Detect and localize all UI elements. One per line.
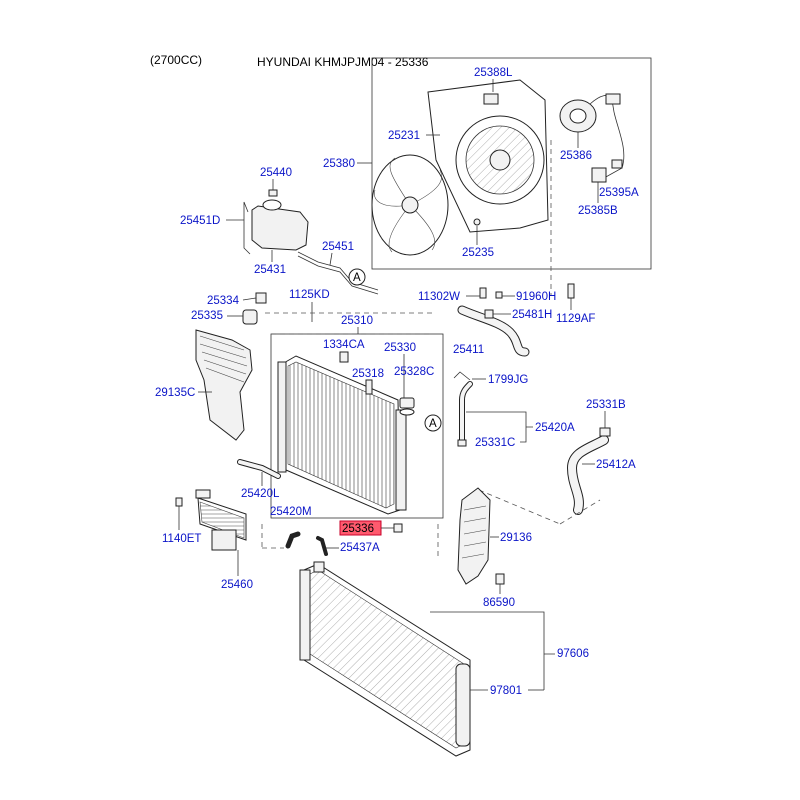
label-25385B[interactable]: 25385B <box>578 205 618 217</box>
clip-86590[interactable] <box>495 573 505 585</box>
air-guard-29136[interactable] <box>457 487 491 585</box>
label-25437A[interactable]: 25437A <box>340 542 380 554</box>
label-25380[interactable]: 25380 <box>323 158 355 170</box>
label-25388L[interactable]: 25388L <box>474 67 513 79</box>
engine-label: (2700CC) <box>150 53 202 67</box>
hose-25437a[interactable] <box>316 536 328 556</box>
insulator-25335[interactable] <box>242 309 258 325</box>
label-1334CA[interactable]: 1334CA <box>323 339 365 351</box>
label-25395A[interactable]: 25395A <box>599 187 639 199</box>
label-25331B[interactable]: 25331B <box>586 399 626 411</box>
overflow-hose-edge <box>297 255 379 295</box>
label-25460[interactable]: 25460 <box>221 579 253 591</box>
label-25420M[interactable]: 25420M <box>270 506 312 518</box>
circle-a-1 <box>348 268 366 286</box>
reservoir-bracket[interactable] <box>243 201 251 255</box>
label-25235[interactable]: 25235 <box>462 247 494 259</box>
fan-assembly-box <box>371 57 652 270</box>
drain-plug-25336[interactable] <box>393 523 403 533</box>
overflow-hose[interactable] <box>297 251 379 291</box>
label-25440[interactable]: 25440 <box>260 167 292 179</box>
label-25411[interactable]: 25411 <box>453 344 484 356</box>
label-97606[interactable]: 97606 <box>557 648 589 660</box>
label-25451D[interactable]: 25451D <box>180 215 220 227</box>
clip-91960h[interactable] <box>495 291 503 299</box>
label-91960H[interactable]: 91960H <box>516 291 556 303</box>
mount-25334[interactable] <box>255 292 267 304</box>
label-1799JG[interactable]: 1799JG <box>488 374 528 386</box>
clamp-25331c[interactable] <box>457 439 467 447</box>
circle-a-2 <box>424 414 442 432</box>
label-25481H[interactable]: 25481H <box>512 309 552 321</box>
label-1129AF[interactable]: 1129AF <box>556 313 595 325</box>
oil-cooler-25460[interactable] <box>195 489 247 551</box>
label-25335[interactable]: 25335 <box>191 310 223 322</box>
condenser-97606[interactable] <box>299 563 471 757</box>
hose-25420l[interactable] <box>237 459 281 479</box>
label-25420L[interactable]: 25420L <box>241 488 280 500</box>
label-25310[interactable]: 25310 <box>341 315 373 327</box>
air-guard-29135c[interactable] <box>195 329 253 441</box>
label-25386[interactable]: 25386 <box>560 150 592 162</box>
label-97801[interactable]: 97801 <box>490 685 522 697</box>
hose-25412a[interactable] <box>566 435 609 515</box>
diagram-title: HYUNDAI KHMJPJM04 - 25336 <box>257 55 429 69</box>
bolt-1140et[interactable] <box>175 497 183 507</box>
label-29135C[interactable]: 29135C <box>155 387 195 399</box>
clamp-1799jg[interactable] <box>453 371 471 381</box>
circle-a-label-2: A <box>429 418 437 430</box>
condenser-fitting[interactable] <box>313 561 325 573</box>
bolt-1129af[interactable] <box>567 283 575 299</box>
bolt-11302w[interactable] <box>479 287 487 299</box>
label-1140ET[interactable]: 1140ET <box>162 533 201 545</box>
hose-25420m[interactable] <box>285 531 301 549</box>
label-25451[interactable]: 25451 <box>322 241 354 253</box>
radiator[interactable] <box>277 355 407 515</box>
circle-a-label-1: A <box>353 272 361 284</box>
label-25231[interactable]: 25231 <box>388 130 420 142</box>
reservoir-tank[interactable] <box>251 199 309 251</box>
label-25431[interactable]: 25431 <box>254 264 286 276</box>
fan-blade[interactable] <box>371 154 449 256</box>
label-25318[interactable]: 25318 <box>352 368 384 380</box>
label-25336[interactable]: 25336 <box>342 523 374 535</box>
bracket-25318[interactable] <box>365 379 373 395</box>
receiver-drier-97801[interactable] <box>455 663 471 747</box>
label-25328C[interactable]: 25328C <box>394 366 434 378</box>
label-25330[interactable]: 25330 <box>384 342 416 354</box>
fan-motor[interactable] <box>559 93 625 183</box>
screw-25235[interactable] <box>473 218 481 226</box>
label-11302W[interactable]: 11302W <box>418 291 460 303</box>
bracket-1334ca[interactable] <box>339 351 349 363</box>
radiator-cap-25330[interactable] <box>399 397 415 416</box>
label-29136[interactable]: 29136 <box>500 532 532 544</box>
clamp-25331b[interactable] <box>599 427 611 437</box>
fan-shroud[interactable] <box>427 79 549 233</box>
clamp-25481h[interactable] <box>484 309 494 319</box>
label-25420A[interactable]: 25420A <box>535 422 575 434</box>
label-25412A[interactable]: 25412A <box>596 459 636 471</box>
label-25334[interactable]: 25334 <box>207 295 240 307</box>
label-25331C[interactable]: 25331C <box>475 437 515 449</box>
label-1125KD[interactable]: 1125KD <box>289 289 330 301</box>
label-86590[interactable]: 86590 <box>483 597 515 609</box>
reservoir-cap[interactable] <box>268 189 278 197</box>
